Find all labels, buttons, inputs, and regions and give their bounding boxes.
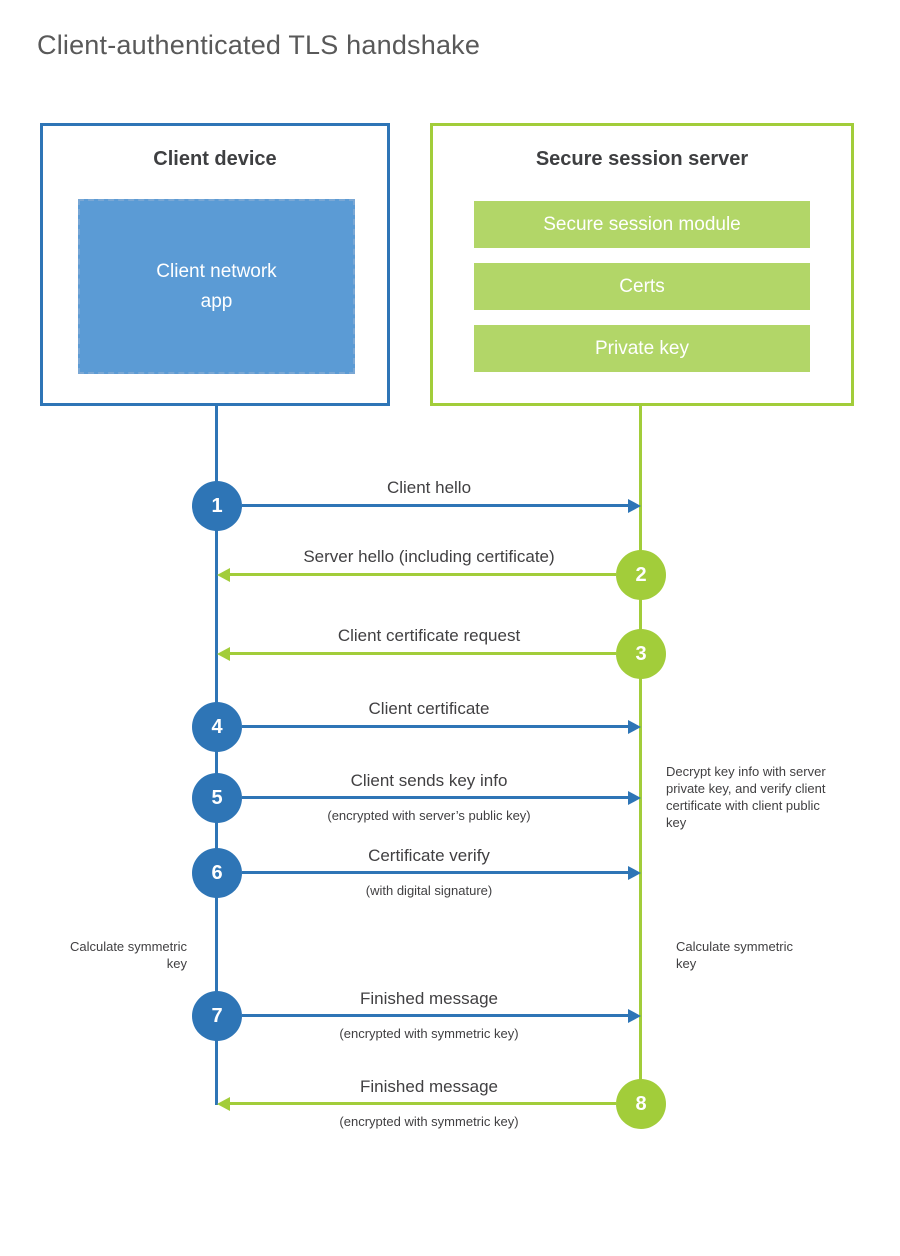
step-4-arrow-right-icon xyxy=(242,719,641,734)
step-4-label: Client certificate xyxy=(368,699,490,718)
step-1-label: Client hello xyxy=(386,478,472,497)
decrypt-note: Decrypt key info with server private key… xyxy=(666,764,826,830)
step-2-badge: 2 xyxy=(616,550,666,600)
client-device-box: Client device Client network app xyxy=(40,123,390,406)
calculate-symmetric-key-right: Calculate symmetric key xyxy=(676,939,794,971)
step-2-label: Server hello (including certificate) xyxy=(303,547,555,566)
server-box-title: Secure session server xyxy=(535,148,749,170)
page-title: Client-authenticated TLS handshake xyxy=(37,30,481,60)
server-module-private-key: Private key xyxy=(474,325,810,372)
step-2-arrow-left-icon xyxy=(217,567,616,582)
step-3-badge: 3 xyxy=(616,629,666,679)
client-lifeline xyxy=(215,405,218,1105)
secure-session-server-box: Secure session server Secure session mod… xyxy=(430,123,854,406)
step-5-badge: 5 xyxy=(192,773,242,823)
step-6-arrow-right-icon xyxy=(242,865,641,880)
step-6-label: Certificate verify xyxy=(368,846,490,865)
step-7-sublabel: (encrypted with symmetric key) xyxy=(339,1026,519,1041)
step-6-badge: 6 xyxy=(192,848,242,898)
step-1-badge: 1 xyxy=(192,481,242,531)
step-5-label: Client sends key info xyxy=(350,771,508,790)
step-1-arrow-right-icon xyxy=(242,498,641,513)
step-5-arrow-right-icon xyxy=(242,790,641,805)
step-8-arrow-left-icon xyxy=(217,1096,616,1111)
step-8-badge: 8 xyxy=(616,1079,666,1129)
server-module-secure-session: Secure session module xyxy=(474,201,810,248)
client-network-app-box: Client network app xyxy=(78,199,355,374)
step-7-label: Finished message xyxy=(360,989,498,1008)
step-5-sublabel: (encrypted with server’s public key) xyxy=(327,808,531,823)
calculate-symmetric-key-left: Calculate symmetric key xyxy=(69,939,187,971)
step-8-label: Finished message xyxy=(360,1077,498,1096)
step-3-arrow-left-icon xyxy=(217,646,616,661)
step-7-arrow-right-icon xyxy=(242,1008,641,1023)
client-box-title: Client device xyxy=(153,148,277,170)
step-6-sublabel: (with digital signature) xyxy=(365,883,493,898)
step-4-badge: 4 xyxy=(192,702,242,752)
step-3-label: Client certificate request xyxy=(337,626,521,645)
step-7-badge: 7 xyxy=(192,991,242,1041)
server-module-certs: Certs xyxy=(474,263,810,310)
step-8-sublabel: (encrypted with symmetric key) xyxy=(339,1114,519,1129)
server-lifeline xyxy=(639,405,642,1105)
